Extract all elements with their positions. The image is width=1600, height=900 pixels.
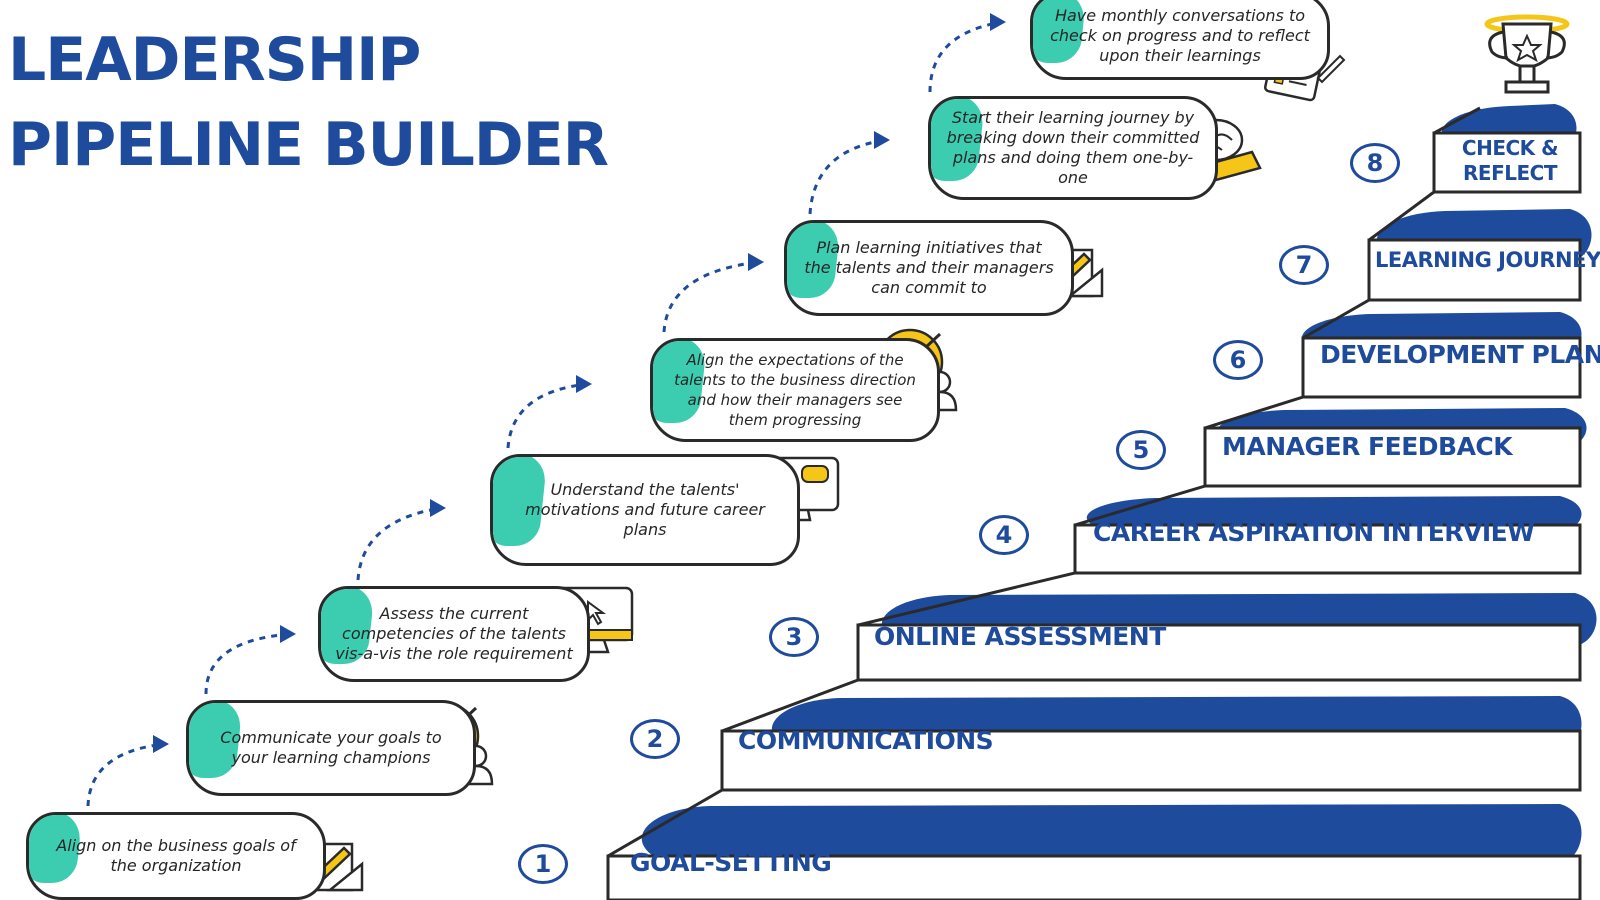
- step-label-3: ONLINE ASSESSMENT: [874, 622, 1166, 651]
- note-text: Plan learning initiatives that the talen…: [804, 238, 1054, 297]
- step-label-8: CHECK & REFLECT: [1461, 136, 1559, 185]
- step-label-1: GOAL-SETTING: [630, 848, 832, 877]
- step-number-2: 2: [630, 719, 680, 759]
- flow-arrowhead-6: [874, 131, 890, 149]
- step-number-4: 4: [979, 515, 1029, 555]
- step-label-2: COMMUNICATIONS: [738, 726, 994, 755]
- step-note-2: Communicate your goals to your learning …: [186, 700, 476, 796]
- stair-outline: [607, 106, 1481, 858]
- flow-arrowhead-4: [576, 375, 592, 393]
- step-note-6: Plan learning initiatives that the talen…: [784, 220, 1074, 316]
- flow-arrowhead-2: [280, 625, 296, 643]
- flow-arrow-4: [506, 382, 589, 449]
- flow-arrowhead-3: [430, 499, 446, 517]
- stair-riser-8: [1432, 131, 1582, 194]
- step-label-7: LEARNING JOURNEY: [1375, 248, 1600, 272]
- title-line-2: PIPELINE BUILDER: [8, 110, 609, 180]
- flow-arrow-2: [204, 632, 293, 695]
- stair-tread-1: [641, 804, 1582, 862]
- trophy-icon: [1484, 14, 1570, 94]
- step-note-5: Align the expectations of the talents to…: [650, 338, 940, 442]
- step-note-8: Have monthly conversations to check on p…: [1030, 0, 1330, 80]
- note-text: Understand the talents' motivations and …: [525, 480, 765, 539]
- step-number-6: 6: [1213, 340, 1263, 380]
- note-text: Start their learning journey by breaking…: [946, 108, 1200, 187]
- step-label-4: CAREER ASPIRATION INTERVIEW: [1093, 518, 1535, 547]
- note-text: Communicate your goals to your learning …: [220, 728, 442, 767]
- flow-arrowhead-5: [748, 253, 764, 271]
- flow-arrow-1: [86, 742, 166, 807]
- stair-tread-4: [1086, 496, 1582, 532]
- flow-arrowhead-1: [153, 735, 169, 753]
- step-note-1: Align on the business goals of the organ…: [26, 812, 326, 900]
- note-text: Assess the current competencies of the t…: [335, 604, 573, 663]
- step-number-7: 7: [1279, 245, 1329, 285]
- step-note-3: Assess the current competencies of the t…: [318, 586, 590, 682]
- stair-riser-4: [1073, 523, 1582, 575]
- step-number-3: 3: [769, 617, 819, 657]
- note-text: Have monthly conversations to check on p…: [1050, 6, 1310, 65]
- staircase: [606, 106, 1582, 900]
- step-note-7: Start their learning journey by breaking…: [928, 96, 1218, 200]
- flow-arrow-6: [808, 138, 887, 215]
- stair-riser-2: [720, 729, 1582, 792]
- step-label-5: MANAGER FEEDBACK: [1222, 432, 1513, 461]
- flow-arrow-7: [928, 20, 1003, 93]
- note-text: Align the expectations of the talents to…: [674, 351, 916, 429]
- step-number-1: 1: [518, 844, 568, 884]
- flow-arrow-5: [662, 260, 761, 333]
- step-label-6: DEVELOPMENT PLAN: [1320, 340, 1600, 369]
- flow-arrowhead-7: [990, 13, 1006, 31]
- step-note-4: Understand the talents' motivations and …: [490, 454, 800, 566]
- step-number-8: 8: [1350, 143, 1400, 183]
- stair-riser-1: [606, 854, 1582, 900]
- title-line-1: LEADERSHIP: [8, 25, 421, 95]
- note-text: Align on the business goals of the organ…: [56, 836, 296, 875]
- flow-arrow-3: [356, 506, 443, 581]
- step-number-5: 5: [1116, 430, 1166, 470]
